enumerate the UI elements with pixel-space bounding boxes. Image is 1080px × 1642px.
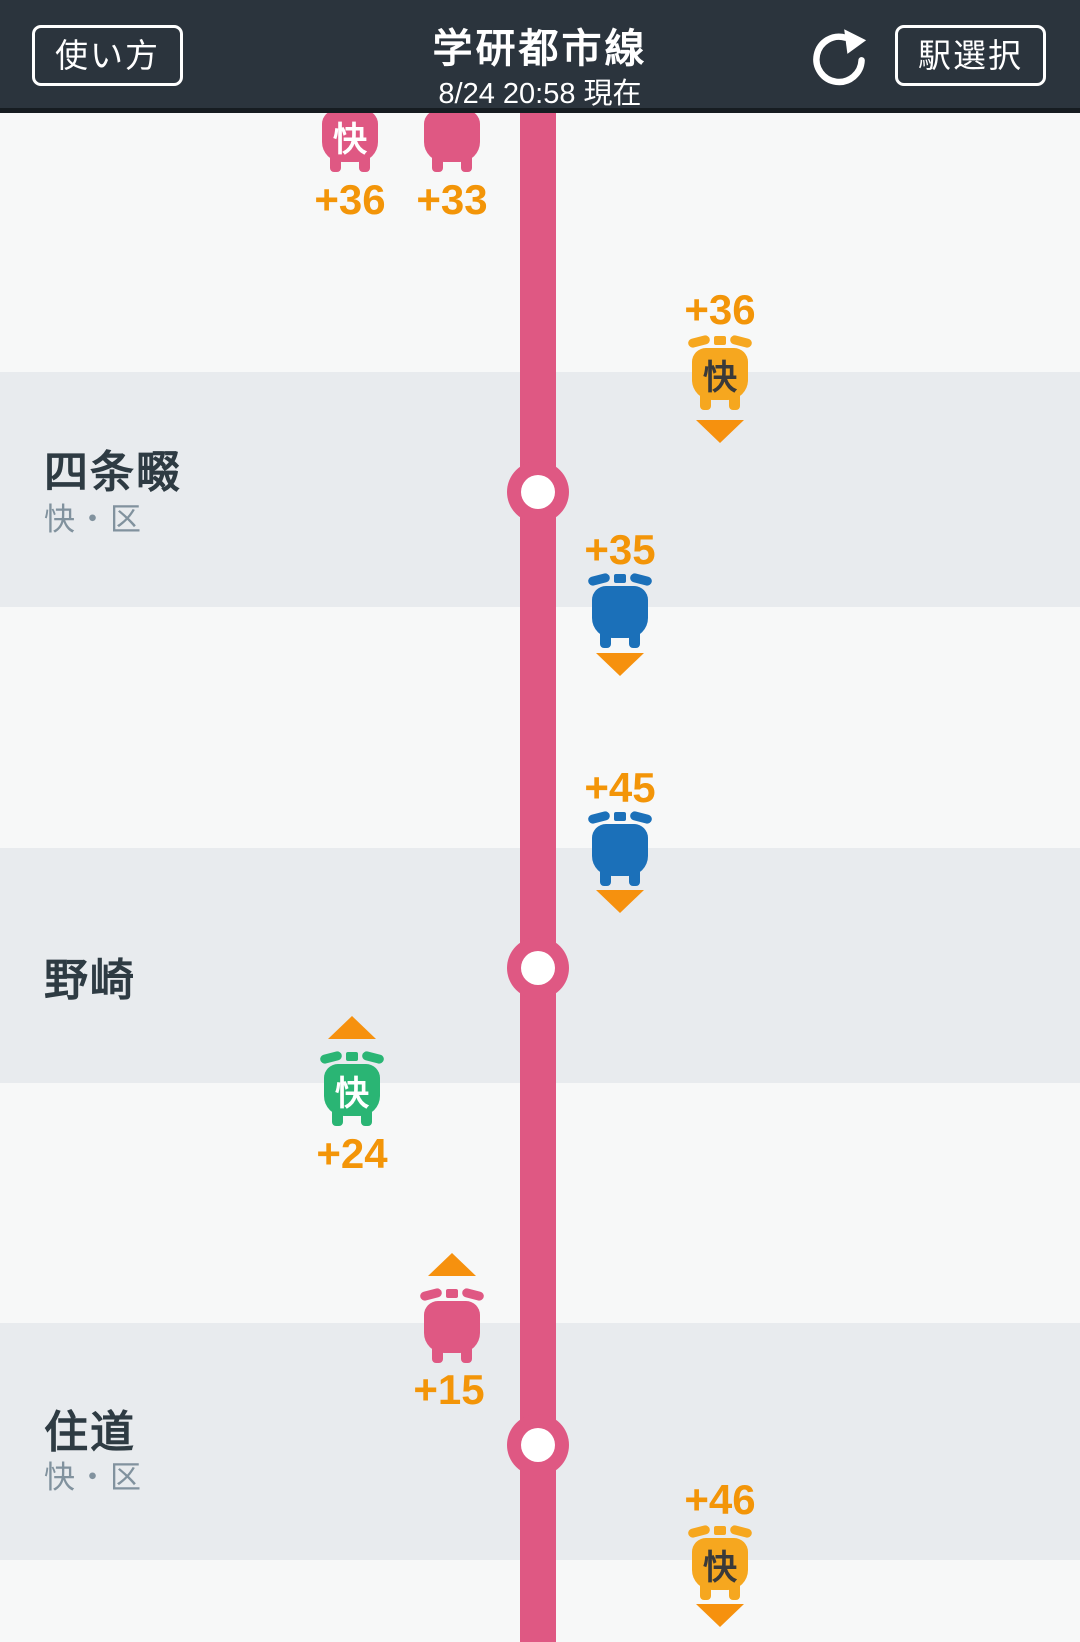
refresh-icon[interactable] xyxy=(808,26,870,92)
train-type-badge xyxy=(592,586,648,638)
train-type-badge: 快 xyxy=(335,1074,369,1113)
direction-down-icon xyxy=(696,420,744,443)
delay-label: +46 xyxy=(684,1476,756,1523)
direction-down-icon xyxy=(596,653,644,676)
delay-label: +36 xyxy=(314,176,386,223)
line-track xyxy=(520,113,556,1642)
delay-label: +45 xyxy=(584,764,656,811)
train-icon-rapid-down[interactable]: 快 xyxy=(687,332,753,410)
train-type-badge xyxy=(424,1301,480,1353)
delay-label: +35 xyxy=(584,526,656,573)
train-icon-local-down[interactable] xyxy=(587,808,653,886)
train-type-badge: 快 xyxy=(333,120,367,159)
train-type-badge: 快 xyxy=(703,1548,737,1587)
train-type-badge xyxy=(424,110,480,162)
page-title: 学研都市線 xyxy=(432,27,648,71)
timestamp: 8/24 20:58 現在 xyxy=(438,78,642,110)
station-stoptypes-shijonawate: 快・区 xyxy=(44,502,143,537)
train-icon-local-down[interactable] xyxy=(587,570,653,648)
delay-label: +15 xyxy=(413,1366,485,1413)
station-name-shijonawate: 四条畷 xyxy=(44,448,182,497)
usage-button[interactable]: 使い方 xyxy=(32,25,183,86)
delay-label: +24 xyxy=(316,1130,388,1177)
train-icon-local-up[interactable] xyxy=(419,94,485,172)
station-stoptypes-suminodo: 快・区 xyxy=(44,1460,143,1495)
station-dot-center xyxy=(521,1428,555,1462)
station-select-button[interactable]: 駅選択 xyxy=(895,25,1046,86)
direction-down-icon xyxy=(596,890,644,913)
direction-up-icon xyxy=(328,1016,376,1039)
station-dot-center xyxy=(521,951,555,985)
station-dot-center xyxy=(521,475,555,509)
train-icon-rapid-up[interactable]: 快 xyxy=(319,1048,385,1126)
train-type-badge: 快 xyxy=(703,358,737,397)
direction-up-icon xyxy=(428,1253,476,1276)
station-name-suminodo: 住道 xyxy=(44,1408,136,1457)
direction-down-icon xyxy=(696,1604,744,1627)
delay-label: +36 xyxy=(684,286,756,333)
train-icon-local-up[interactable] xyxy=(419,1285,485,1363)
train-type-badge xyxy=(592,824,648,876)
delay-label: +33 xyxy=(416,176,488,223)
station-name-nozaki: 野崎 xyxy=(44,956,136,1005)
train-icon-rapid-down[interactable]: 快 xyxy=(687,1522,753,1600)
app-header: 使い方 学研都市線 8/24 20:58 現在 駅選択 xyxy=(0,0,1080,113)
